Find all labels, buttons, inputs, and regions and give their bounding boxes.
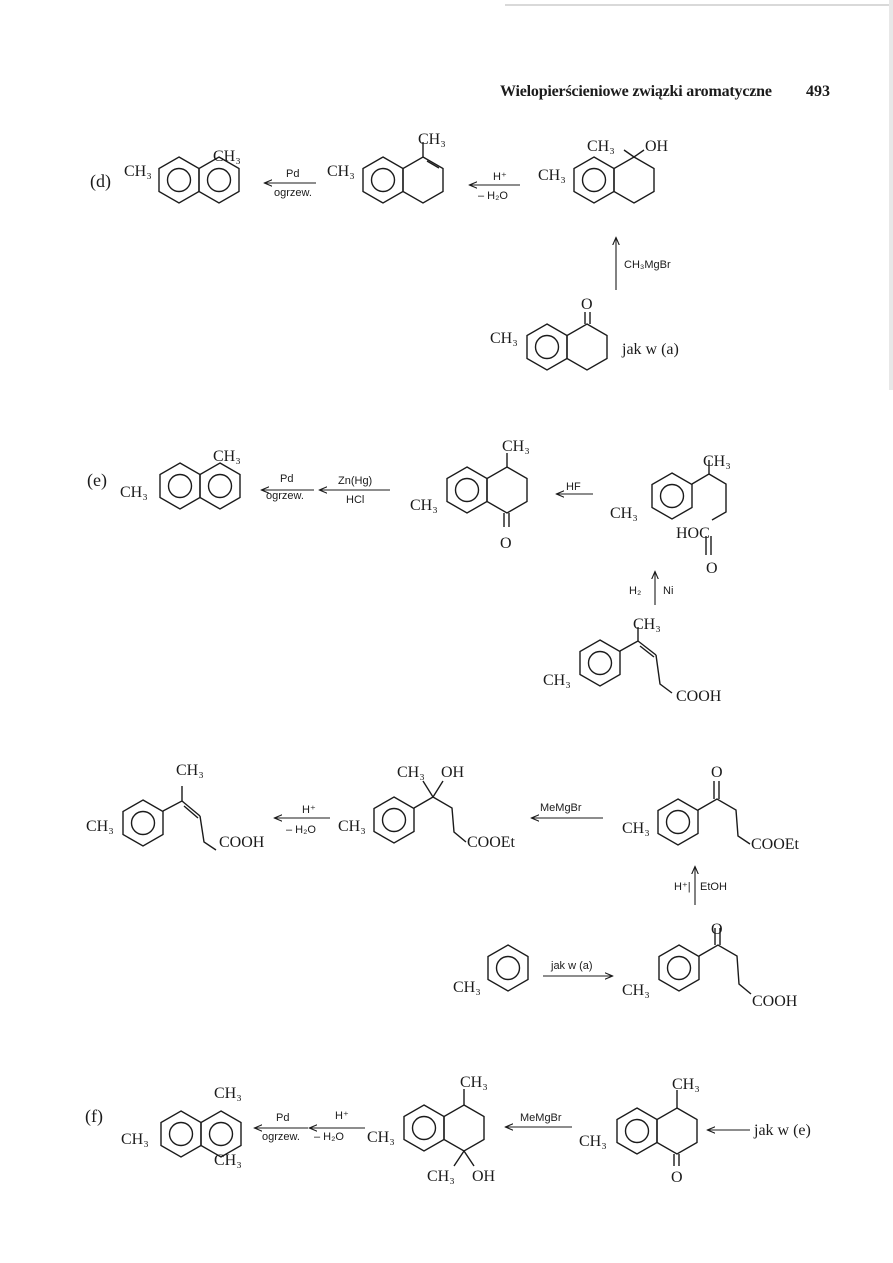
group-hoc: HOC <box>676 525 710 542</box>
molecule-d1-dimethylnaphthalene: CH₃ CH₃ <box>124 148 241 204</box>
molecule-m2-hydroxy-ester: CH₃ OH CH₃ COOEt <box>338 764 516 851</box>
group-oh: OH <box>645 138 669 155</box>
reagent-h-plus-bar: H⁺| <box>674 881 691 893</box>
label-f: (f) <box>85 1106 103 1127</box>
group-cooh: COOH <box>676 688 722 705</box>
label-d: (d) <box>90 171 111 192</box>
molecule-d3-tetralol: CH₃ CH₃ OH <box>538 138 669 204</box>
reagent-ch3mgbr: CH₃MgBr <box>624 259 671 271</box>
molecule-f1-trimethylnaphthalene: CH₃ CH₃ CH₃ <box>121 1085 242 1169</box>
group-o: O <box>500 535 512 552</box>
molecule-f2-tetralol: CH₃ CH₃ CH₃ OH <box>367 1074 496 1185</box>
reagent-minus-h2o: – H₂O <box>478 190 508 202</box>
reagent-ogrzew: ogrzew. <box>266 490 304 502</box>
reagent-ogrzew: ogrzew. <box>262 1131 300 1143</box>
note-jak-w-e: jak w (e) <box>753 1122 811 1139</box>
group-o: O <box>581 296 593 313</box>
group-ch3: CH₃ <box>622 820 650 837</box>
group-o: O <box>671 1169 683 1186</box>
group-ch3: CH₃ <box>120 484 148 501</box>
group-o: O <box>706 560 718 577</box>
group-ch3: CH₃ <box>622 982 650 999</box>
group-ch3: CH₃ <box>610 505 638 522</box>
molecule-m4-toluene: CH₃ <box>453 944 529 996</box>
molecule-m1-arylbutenoic-acid: CH₃ CH₃ COOH <box>86 762 265 851</box>
group-oh: OH <box>472 1168 496 1185</box>
molecule-m5-keto-acid: O CH₃ COOH <box>622 921 798 1010</box>
group-ch3: CH₃ <box>214 1152 242 1169</box>
page-number: 493 <box>806 83 830 100</box>
molecule-d4-tetralone: O CH₃ jak w (a) <box>490 296 679 371</box>
label-e: (e) <box>87 470 107 491</box>
group-ch3: CH₃ <box>633 616 661 633</box>
group-ch3: CH₃ <box>367 1129 395 1146</box>
molecule-e3-arylbutanoic-acid: CH₃ CH₃ HOC O <box>610 453 731 577</box>
group-o: O <box>711 764 723 781</box>
molecule-e1-dimethylnaphthalene: CH₃ CH₃ <box>120 448 241 510</box>
section-middle: CH₃ CH₃ COOH H⁺ – H₂O CH₃ OH CH₃ COOEt M… <box>86 762 800 1010</box>
group-ch3: CH₃ <box>410 497 438 514</box>
section-d: (d) CH₃ CH₃ Pd ogrzew. CH₃ CH₃ H⁺ – H₂O <box>90 131 679 371</box>
group-cooh: COOH <box>752 993 798 1010</box>
group-ch3: CH₃ <box>453 979 481 996</box>
group-ch3: CH₃ <box>490 330 518 347</box>
reagent-pd: Pd <box>280 473 293 485</box>
note-jak-w-a: jak w (a) <box>621 341 679 358</box>
reagent-h-plus: H⁺ <box>335 1110 349 1122</box>
group-ch3: CH₃ <box>418 131 446 148</box>
group-ch3: CH₃ <box>579 1133 607 1150</box>
group-ch3: CH₃ <box>86 818 114 835</box>
group-ch3: CH₃ <box>121 1131 149 1148</box>
reagent-h-plus: H⁺ <box>302 804 316 816</box>
group-ch3: CH₃ <box>124 163 152 180</box>
page-header-title: Wielopierścieniowe związki aromatyczne <box>500 83 772 100</box>
group-ch3: CH₃ <box>502 438 530 455</box>
molecule-e2-tetralone: O CH₃ CH₃ <box>410 438 530 552</box>
molecule-m3-keto-ester: O CH₃ COOEt <box>622 764 800 853</box>
reagent-hf: HF <box>566 481 581 493</box>
molecule-d2-dihydronaphthalene: CH₃ CH₃ <box>327 131 446 204</box>
reagent-h-plus: H⁺ <box>493 171 507 183</box>
reagent-ni: Ni <box>663 585 673 597</box>
group-ch3: CH₃ <box>538 167 566 184</box>
group-ch3: CH₃ <box>213 148 241 165</box>
group-ch3: CH₃ <box>214 1085 242 1102</box>
group-cooet: COOEt <box>467 834 516 851</box>
scan-edge-shadow <box>889 0 893 390</box>
section-e: (e) CH₃ CH₃ Pd ogrzew. Zn(Hg) HCl O CH₃ … <box>87 438 731 705</box>
reagent-pd: Pd <box>276 1112 289 1124</box>
reagent-jak-w-a: jak w (a) <box>550 960 593 972</box>
group-cooh: COOH <box>219 834 265 851</box>
reagent-memgbr: MeMgBr <box>520 1112 562 1124</box>
group-ch3: CH₃ <box>327 163 355 180</box>
group-ch3: CH₃ <box>703 453 731 470</box>
scan-edge-line <box>505 4 893 6</box>
group-ch3: CH₃ <box>587 138 615 155</box>
reagent-ogrzew: ogrzew. <box>274 187 312 199</box>
reagent-etoh: EtOH <box>700 881 727 893</box>
reagent-memgbr: MeMgBr <box>540 802 582 814</box>
group-ch3: CH₃ <box>460 1074 488 1091</box>
molecule-e4-arylbutenoic-acid: CH₃ CH₃ COOH <box>543 616 722 705</box>
group-cooet: COOEt <box>751 836 800 853</box>
group-ch3: CH₃ <box>543 672 571 689</box>
group-o: O <box>711 921 723 938</box>
group-oh: OH <box>441 764 465 781</box>
reagent-pd: Pd <box>286 168 299 180</box>
reagent-minus-h2o: – H₂O <box>286 824 316 836</box>
reagent-h2: H₂ <box>629 585 641 597</box>
reagent-minus-h2o: – H₂O <box>314 1131 344 1143</box>
group-ch3: CH₃ <box>397 764 425 781</box>
reagent-hcl: HCl <box>346 494 364 506</box>
section-f: (f) CH₃ CH₃ CH₃ Pd ogrzew. H⁺ – H₂O CH₃ … <box>85 1074 811 1186</box>
reagent-zn-hg: Zn(Hg) <box>338 475 372 487</box>
group-ch3: CH₃ <box>176 762 204 779</box>
group-ch3: CH₃ <box>427 1168 455 1185</box>
group-ch3: CH₃ <box>213 448 241 465</box>
molecule-f3-tetralone: O CH₃ CH₃ <box>579 1076 700 1186</box>
group-ch3: CH₃ <box>338 818 366 835</box>
group-ch3: CH₃ <box>672 1076 700 1093</box>
